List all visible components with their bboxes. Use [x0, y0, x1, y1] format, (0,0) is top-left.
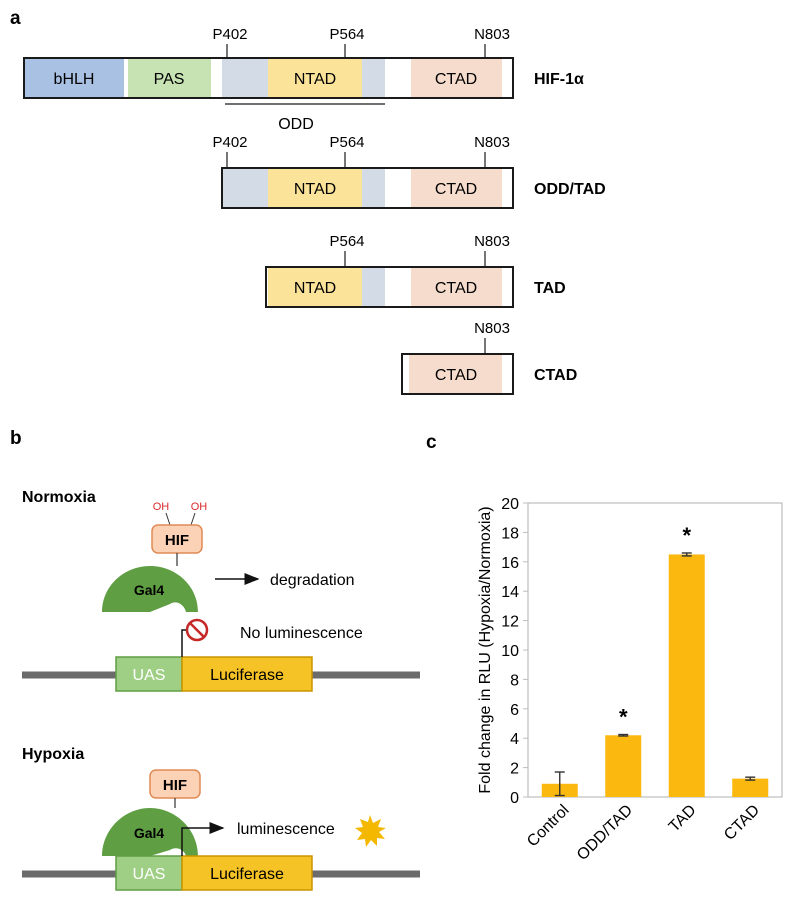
gal4-protein [102, 808, 198, 856]
gal4-label: Gal4 [134, 825, 165, 841]
tad-name: TAD [534, 280, 566, 297]
tad-outline [265, 266, 514, 308]
prohibit-icon-slash [189, 622, 205, 638]
y-tick-label: 10 [501, 643, 519, 660]
pas-domain [128, 58, 211, 98]
luminescence-label: luminescence [237, 821, 335, 838]
x-tick-label: ODD/TAD [574, 802, 636, 864]
hif-label: HIF [163, 777, 187, 794]
luciferase-box [181, 855, 313, 891]
construct-odd-tad: NTAD CTAD P402 P564 N803 ODD/TAD [212, 134, 606, 209]
hif1a-outline [23, 57, 514, 99]
ntad-domain [268, 168, 362, 208]
oh-label-2: OH [191, 501, 208, 513]
gal4-protein [102, 566, 198, 612]
bar-tad [668, 554, 705, 797]
odd-region-c [362, 58, 385, 98]
y-tick-label: 20 [501, 496, 519, 513]
odd-tad-name: ODD/TAD [534, 181, 606, 198]
construct-hif1a: bHLH PAS NTAD CTAD P402 P564 N803 ODD HI… [23, 26, 584, 133]
bar-ctad [732, 778, 769, 797]
p564-label: P564 [329, 134, 364, 151]
hif1a-name: HIF-1α [534, 71, 584, 88]
panel-a-label: a [10, 8, 21, 29]
degradation-label: degradation [270, 572, 355, 589]
y-axis-title: Fold change in RLU (Hypoxia/Normoxia) [477, 506, 494, 793]
luciferase-box [181, 656, 313, 692]
luciferase-label: Luciferase [210, 667, 284, 684]
n803-label: N803 [474, 233, 510, 250]
ntad-domain [268, 267, 362, 307]
uas-label: UAS [133, 667, 166, 684]
ctad-label: CTAD [435, 280, 477, 297]
y-tick-label: 0 [510, 790, 519, 807]
p564-label: P564 [329, 26, 364, 43]
y-tick-label: 2 [510, 761, 519, 778]
ntad-label: NTAD [294, 181, 336, 198]
oh-label-1: OH [153, 501, 170, 513]
y-tick-label: 4 [510, 731, 519, 748]
odd-region-n [222, 168, 268, 208]
panel-b-label: b [10, 428, 22, 449]
transcription-start-arrow [181, 822, 225, 856]
construct-ctad: CTAD N803 CTAD [401, 320, 577, 395]
hif-label: HIF [165, 532, 189, 549]
ctad-label: CTAD [435, 367, 477, 384]
no-luminescence-label: No luminescence [240, 625, 363, 642]
pas-label: PAS [154, 71, 185, 88]
plot-frame [527, 502, 783, 798]
y-tick-label: 12 [501, 614, 519, 631]
hypoxia-scenario: Hypoxia HIF Gal4 UAS Luciferase luminesc… [22, 746, 420, 891]
panel-c-label: c [426, 432, 437, 453]
ctad-name: CTAD [534, 367, 577, 384]
ctad-outline [401, 353, 514, 395]
oh-bond-2 [190, 512, 196, 526]
odd-region-n [222, 58, 268, 98]
ctad-domain [411, 168, 502, 208]
odd-label: ODD [278, 116, 314, 133]
bhlh-label: bHLH [54, 71, 95, 88]
y-tick-label: 18 [501, 525, 519, 542]
p402-label: P402 [212, 134, 247, 151]
ctad-domain [411, 267, 502, 307]
construct-tad: NTAD CTAD P564 N803 TAD [265, 233, 566, 308]
n803-label: N803 [474, 320, 510, 337]
luciferase-label: Luciferase [210, 866, 284, 883]
odd-region-c [362, 168, 385, 208]
odd-tad-outline [221, 167, 514, 209]
ctad-label: CTAD [435, 181, 477, 198]
y-tick-label: 14 [501, 584, 519, 601]
x-tick-label: Control [524, 802, 572, 850]
ntad-domain [268, 58, 362, 98]
ntad-label: NTAD [294, 280, 336, 297]
ntad-label: NTAD [294, 71, 336, 88]
p564-label: P564 [329, 233, 364, 250]
hypoxia-title: Hypoxia [22, 746, 84, 763]
y-tick-label: 16 [501, 555, 519, 572]
ctad-domain [409, 354, 502, 394]
uas-label: UAS [133, 866, 166, 883]
significance-star: * [619, 705, 628, 730]
normoxia-title: Normoxia [22, 489, 96, 506]
y-tick-label: 6 [510, 702, 519, 719]
ctad-domain [411, 58, 502, 98]
bhlh-domain [24, 58, 124, 98]
odd-region-c [362, 267, 385, 307]
p402-label: P402 [212, 26, 247, 43]
x-tick-label: TAD [666, 802, 700, 836]
x-tick-label: CTAD [721, 802, 763, 844]
gal4-label: Gal4 [134, 582, 165, 598]
sun-icon [355, 815, 386, 847]
n803-label: N803 [474, 134, 510, 151]
ctad-label: CTAD [435, 71, 477, 88]
oh-bond-1 [165, 512, 171, 526]
y-tick-label: 8 [510, 672, 519, 689]
normoxia-scenario: Normoxia OH OH HIF Gal4 degradation UAS … [22, 489, 420, 692]
n803-label: N803 [474, 26, 510, 43]
bar-odd-tad [605, 735, 642, 797]
significance-star: * [682, 523, 691, 548]
